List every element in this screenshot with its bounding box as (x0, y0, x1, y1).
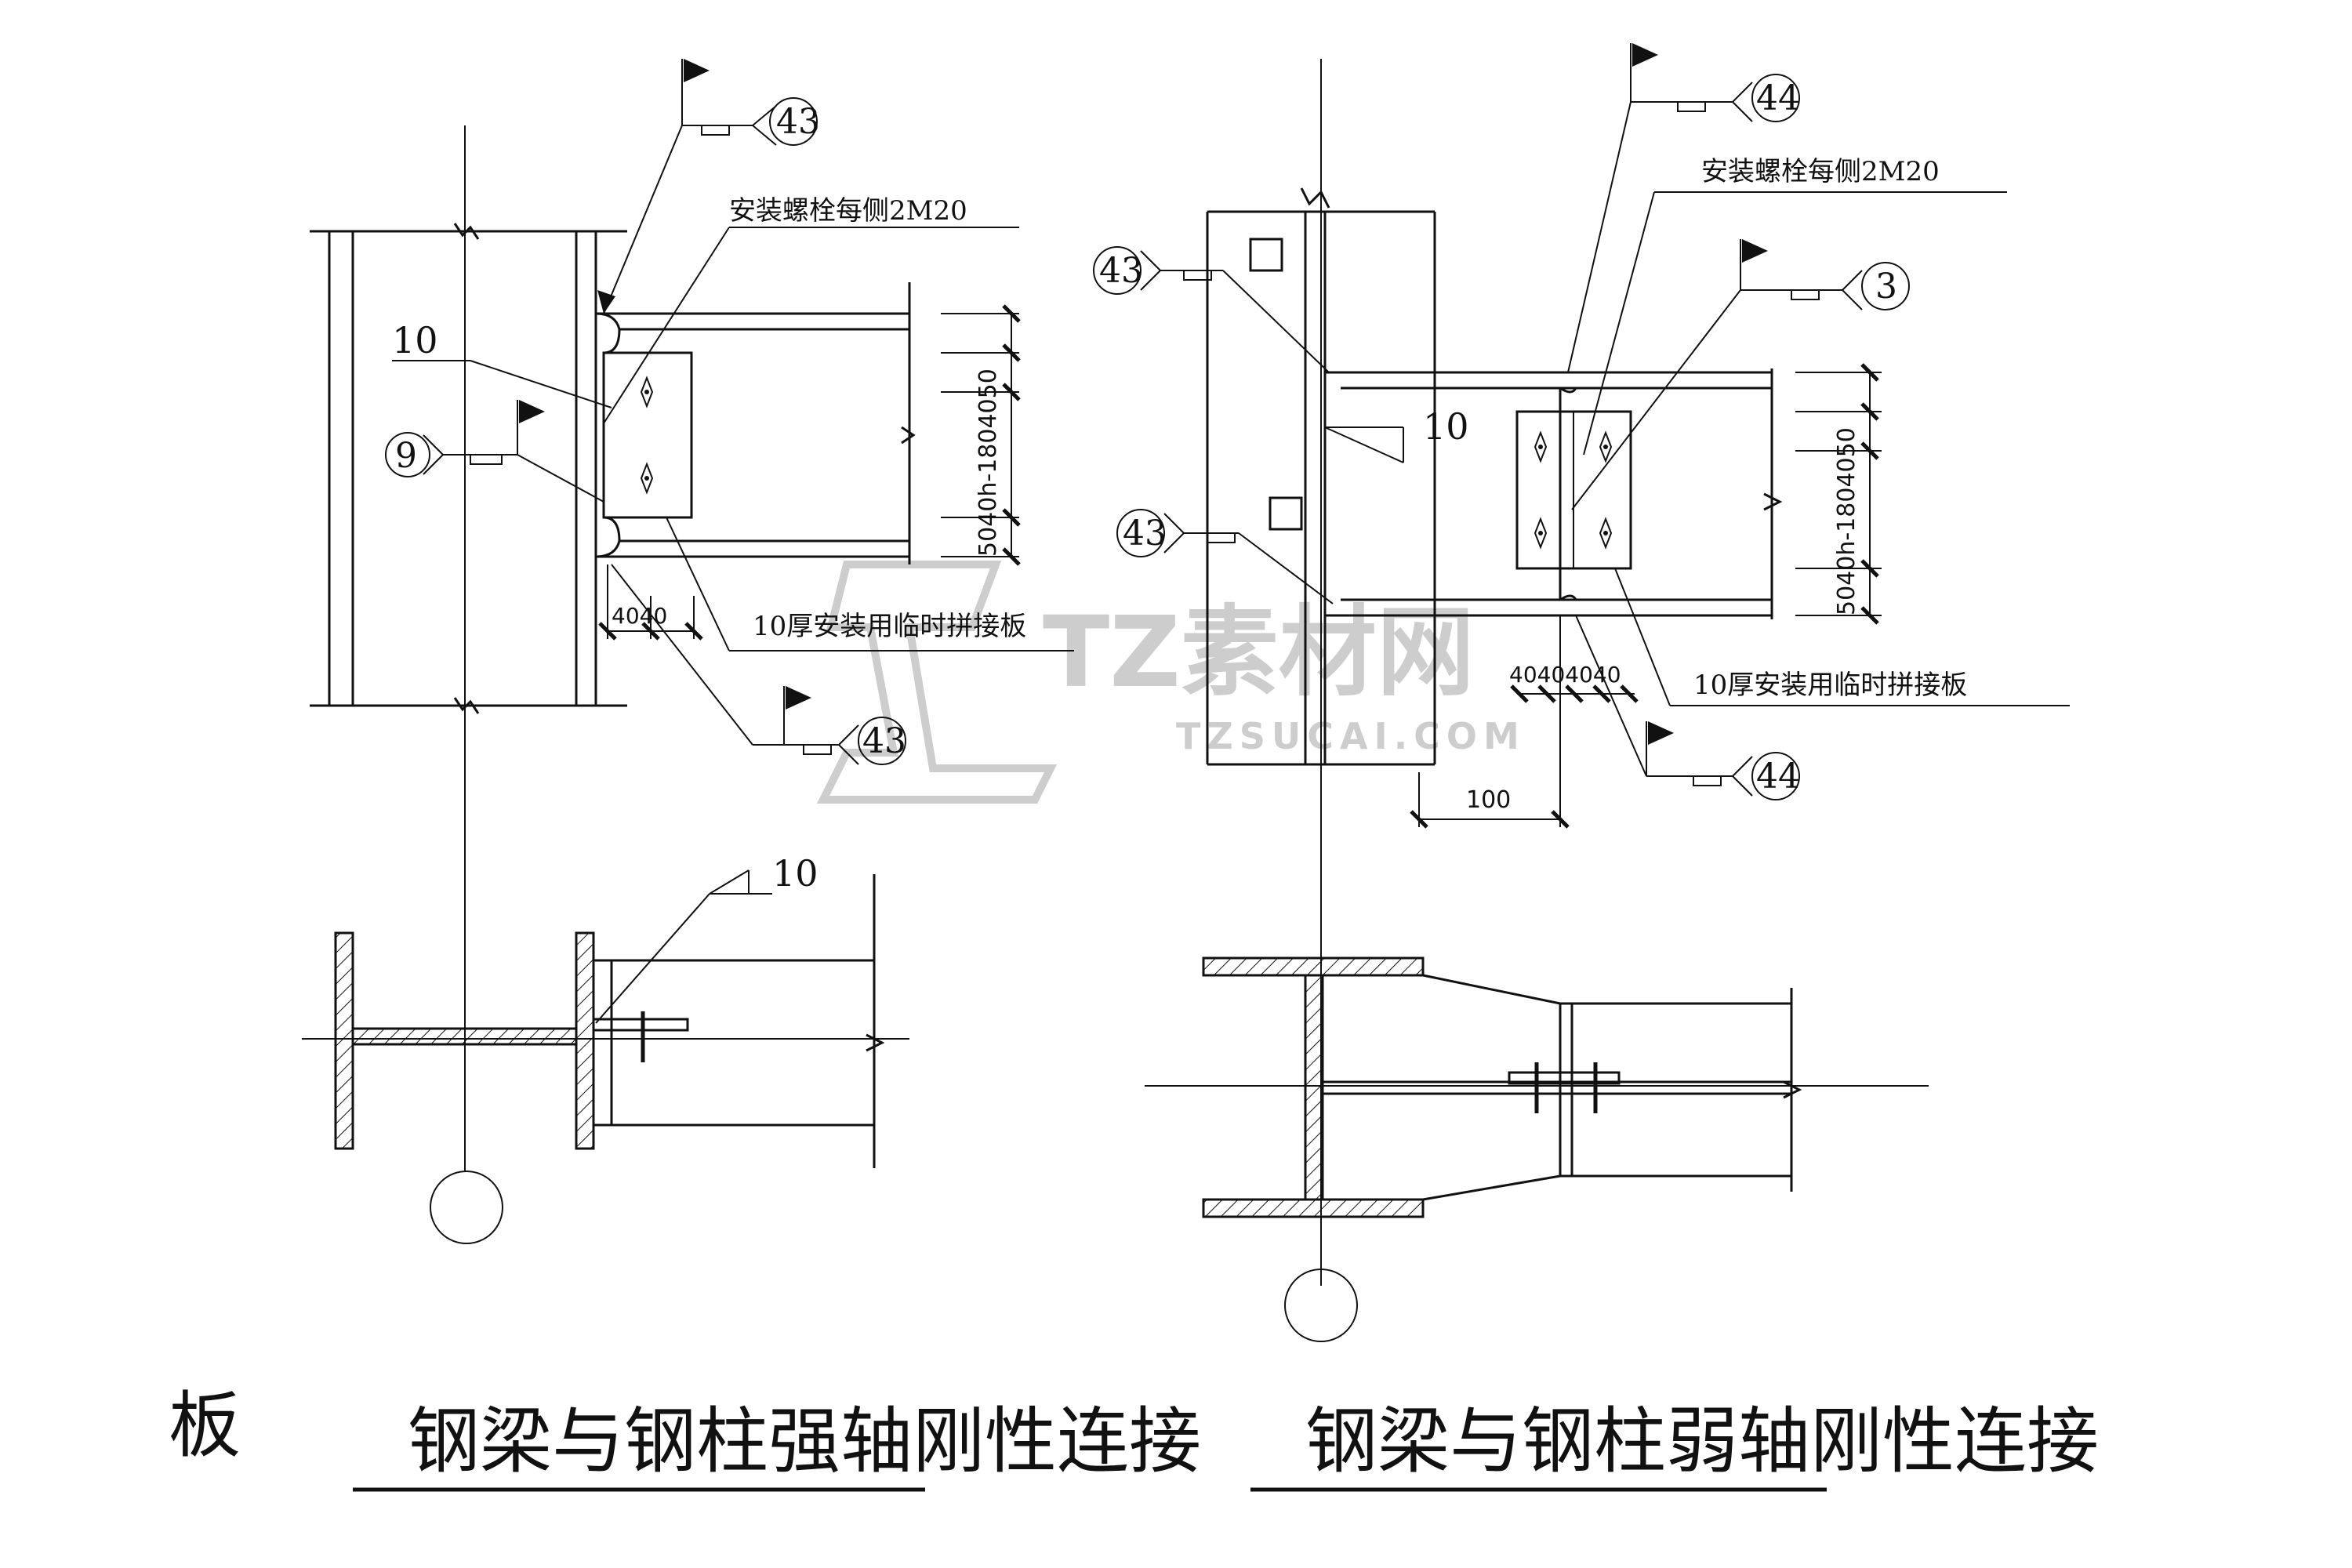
watermark-brand: TZ素材网 (1043, 596, 1475, 710)
watermark-logo-icon (816, 561, 1058, 804)
left-weld-size-label: 10 (392, 319, 438, 361)
left-dim-vertical: 5040h-1804050 (975, 368, 1002, 557)
left-plan-weld-label: 10 (772, 852, 818, 895)
caption-left: 钢梁与钢柱强轴刚性连接 (408, 1399, 1201, 1483)
captions: 板 钢梁与钢柱强轴刚性连接 钢梁与钢柱弱轴刚性连接 (169, 1384, 2099, 1492)
right-dim-horizontal: 40404040 (1509, 662, 1621, 688)
right-dim-vertical: 5040h-1804050 (1833, 427, 1860, 615)
right-weld-bottom-label: 44 (1756, 757, 1800, 797)
left-elevation: 5040h-1804050 4040 43 安装螺栓每侧2M20 10 (310, 59, 1074, 1172)
right-elevation: 5040h-1804050 40404040 100 44 安装螺栓每侧2M20 (1093, 43, 2070, 1286)
left-weld-left-label: 9 (395, 436, 417, 476)
caption-fragment: 板 (169, 1384, 241, 1468)
left-weld-top-label: 43 (776, 102, 820, 142)
right-weld-flange-label: 3 (1875, 267, 1897, 307)
caption-right: 钢梁与钢柱弱轴刚性连接 (1305, 1399, 2099, 1483)
watermark-url: TZSUCAI.COM (1176, 715, 1526, 757)
left-plate-note: 10厚安装用临时拼接板 (753, 611, 1026, 642)
right-bolt-note: 安装螺栓每侧2M20 (1701, 156, 1940, 187)
right-weld-col-lower-label: 43 (1123, 514, 1167, 554)
left-plan: 10 (302, 852, 909, 1244)
left-weld-bottom-label: 43 (862, 721, 906, 761)
right-dim-bottom: 100 (1466, 786, 1511, 814)
right-plan (1145, 956, 1929, 1342)
left-bolt-note: 安装螺栓每侧2M20 (729, 195, 967, 227)
right-plate-note: 10厚安装用临时拼接板 (1693, 670, 1967, 701)
right-weld-col-upper-label: 43 (1099, 251, 1143, 291)
right-weld-top-label: 44 (1756, 78, 1800, 118)
right-weld-size-label: 10 (1423, 405, 1469, 448)
